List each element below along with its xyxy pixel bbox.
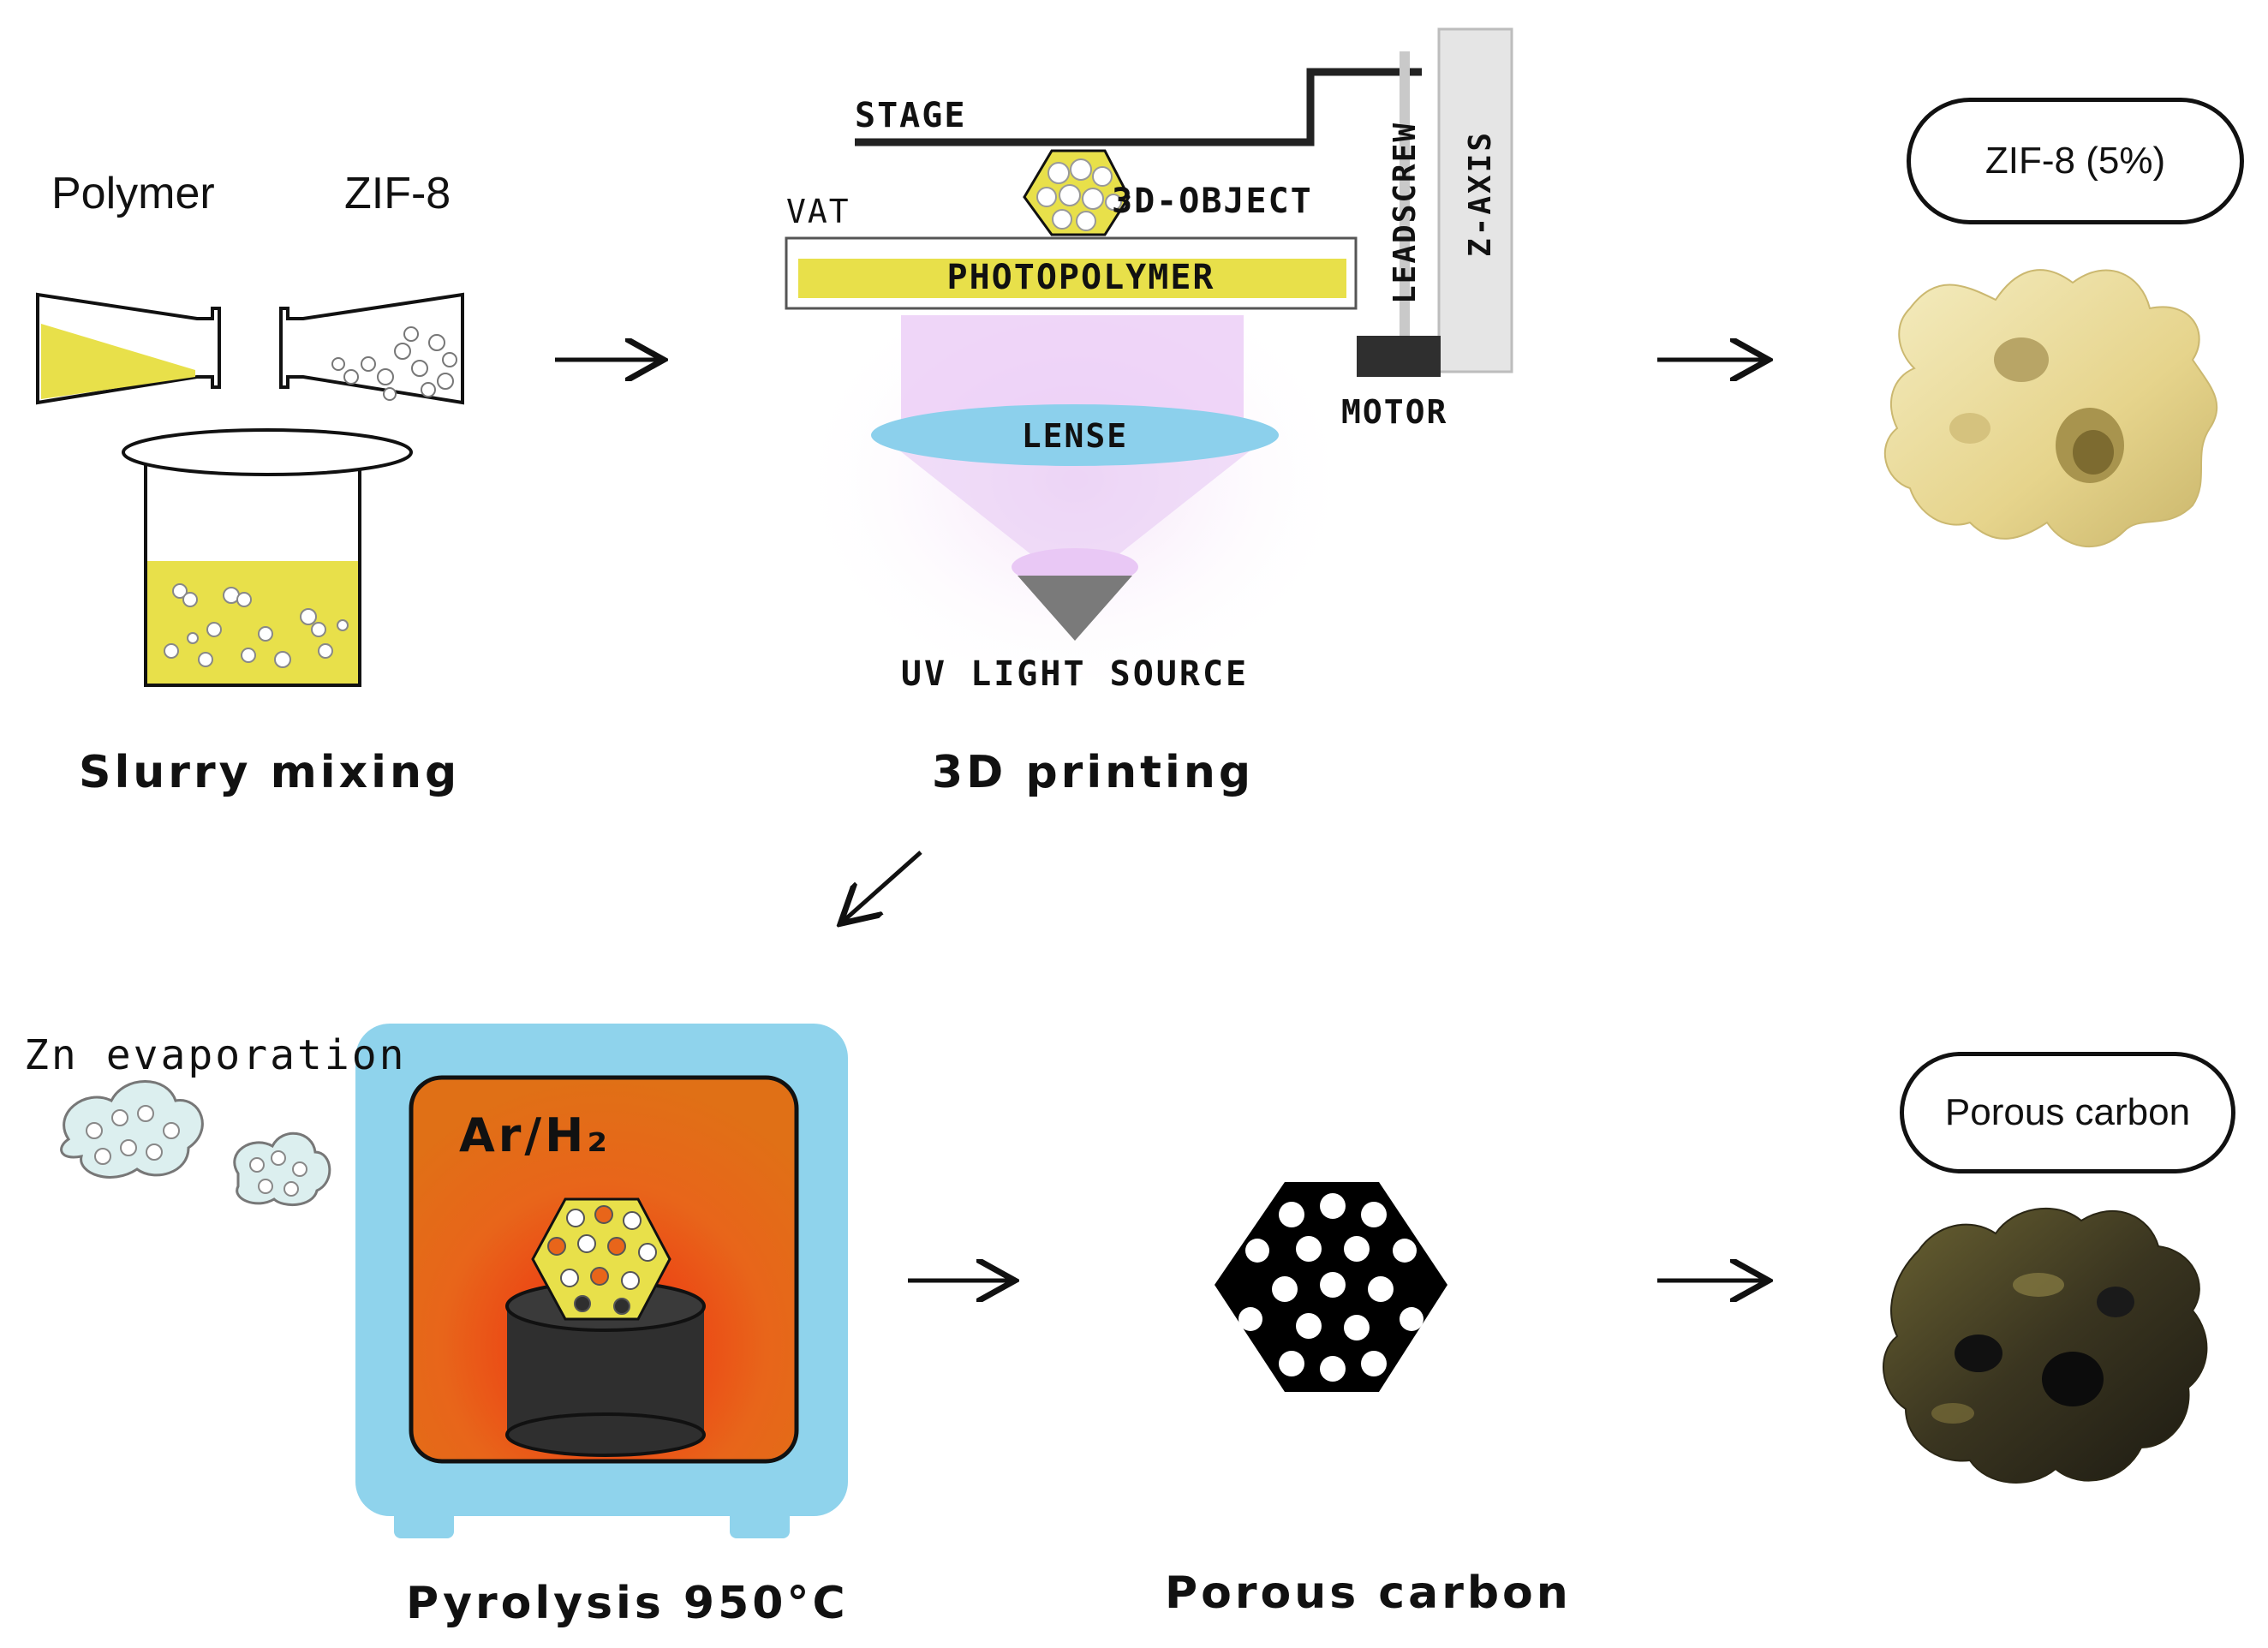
photopolymer-label: PHOTOPOLYMER [947,258,1215,297]
pyrolysis-title: Pyrolysis 950°C [406,1578,849,1629]
printing-title: 3D printing [932,747,1255,798]
zif8-part-label: ZIF-8 (5%) [1907,98,2244,224]
stage-label: STAGE [855,96,966,135]
printed-3d-object [1023,149,1131,236]
motor [1357,336,1441,377]
beaker [122,428,413,687]
lens [871,404,1279,466]
motor-label: MOTOR [1341,393,1447,431]
pyrolysis-object [531,1197,671,1321]
porous-carbon-icon [1215,1182,1447,1392]
zaxis-label: Z-AXIS [1463,130,1498,257]
uv-cone [882,437,1268,565]
porous-carbon-part [1883,1207,2208,1484]
z-axis [1437,27,1513,373]
uv-label: UV LIGHT SOURCE [901,654,1249,694]
stage [855,68,1422,146]
leadscrew-label: LEADSCREW [1388,122,1423,304]
zif8-printed-part [1883,269,2218,547]
zif8-flask [279,292,464,405]
polymer-flask [36,292,221,405]
porous-carbon-title: Porous carbon [1165,1567,1572,1619]
zn-evaporation-label: Zn evaporation [24,1031,407,1079]
vat-label: VAT [786,193,850,230]
object-label: 3D-OBJECT [1112,182,1313,221]
lense-label: LENSE [1022,417,1128,455]
polymer-label: Polymer [51,169,215,218]
uv-light-source [1018,576,1132,641]
atmosphere-label: Ar/H₂ [459,1108,611,1162]
slurry-mixing-title: Slurry mixing [79,747,461,798]
photopolymer [798,259,1346,298]
zif8-label: ZIF-8 [344,169,451,218]
porous-carbon-part-label: Porous carbon [1900,1052,2235,1173]
arrow-printing-to-pyrolysis [844,851,922,921]
